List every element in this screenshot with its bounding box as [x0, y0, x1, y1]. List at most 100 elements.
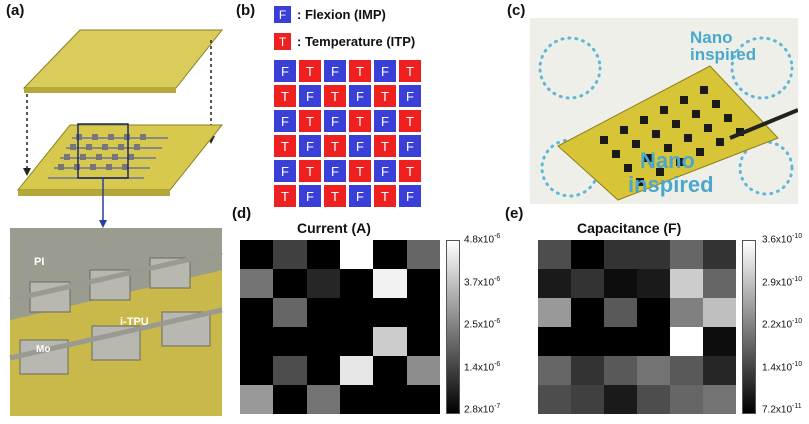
capacitance-heatmap-cell — [670, 240, 703, 269]
sensor-cell: F — [324, 110, 346, 132]
legend-flexion-text: : Flexion (IMP) — [297, 7, 386, 22]
legend-temperature: T : Temperature (ITP) — [274, 33, 415, 50]
current-heatmap-cell — [240, 356, 274, 385]
capacitance-map-title: Capacitance (F) — [577, 220, 682, 236]
capacitance-heatmap-cell — [571, 327, 604, 356]
capacitance-heatmap-cell — [571, 240, 604, 269]
sensor-cell: T — [299, 110, 321, 132]
capacitance-tick-base: 1.4x10 — [762, 361, 793, 373]
capacitance-heatmap-cell — [637, 240, 670, 269]
capacitance-heatmap-cell — [703, 385, 736, 414]
photo-logo-nano-top: Nano — [690, 28, 733, 47]
sensor-cell: F — [324, 60, 346, 82]
photo-logo-inspired-bottom: inspired — [628, 172, 714, 197]
current-heatmap-cell — [406, 240, 440, 269]
capacitance-tick-base: 3.6x10 — [762, 234, 793, 246]
current-heatmap-cell — [273, 385, 307, 414]
current-tick-base: 4.8x10 — [464, 234, 495, 246]
panel-label-d: (d) — [232, 205, 252, 222]
sensor-cell: T — [349, 60, 371, 82]
capacitance-heatmap-cell — [670, 385, 703, 414]
current-heatmap-cell — [240, 240, 274, 269]
sensor-cell: T — [399, 110, 421, 132]
current-heatmap — [240, 240, 440, 414]
capacitance-heatmap-cell — [538, 269, 571, 298]
current-heatmap-cell — [339, 356, 374, 385]
current-heatmap-cell — [339, 298, 374, 327]
sensor-cell: F — [299, 185, 321, 207]
current-heatmap-cell — [306, 356, 340, 385]
capacitance-tick-exponent: -11 — [792, 403, 802, 410]
sensor-cell: F — [274, 110, 296, 132]
current-tick-label: 2.5x10-6 — [464, 318, 500, 330]
capacitance-tick-label: 2.9x10-10 — [762, 276, 802, 288]
sensor-cell: T — [324, 85, 346, 107]
legend-temperature-text: : Temperature (ITP) — [297, 34, 416, 49]
current-heatmap-cell — [306, 385, 340, 414]
current-heatmap-cell — [240, 385, 274, 414]
sensor-cell: F — [349, 135, 371, 157]
current-heatmap-cell — [306, 240, 340, 269]
current-colorbar — [446, 240, 460, 414]
current-tick-label: 2.8x10-7 — [464, 403, 500, 415]
sensor-cell: F — [274, 160, 296, 182]
annotation-pi: PI — [34, 256, 45, 268]
capacitance-heatmap-cell — [604, 240, 637, 269]
panel-label-b: (b) — [236, 2, 256, 19]
current-heatmap-cell — [406, 298, 440, 327]
capacitance-heatmap-cell — [604, 385, 637, 414]
sensor-cell: F — [374, 60, 396, 82]
sensor-cell: T — [324, 185, 346, 207]
capacitance-heatmap-cell — [571, 269, 604, 298]
capacitance-heatmap-cell — [538, 240, 571, 269]
sensor-cell: F — [324, 160, 346, 182]
panel-label-c: (c) — [507, 2, 526, 19]
sensor-cell: F — [399, 185, 421, 207]
current-tick-exponent: -6 — [494, 275, 501, 283]
sensor-cell: F — [399, 85, 421, 107]
sensor-cell: T — [374, 135, 396, 157]
legend-temperature-swatch: T — [274, 33, 291, 50]
device-photo — [530, 18, 798, 204]
sensor-cell: T — [399, 160, 421, 182]
capacitance-heatmap-cell — [571, 356, 604, 385]
capacitance-heatmap-cell — [571, 385, 604, 414]
capacitance-heatmap-cell — [637, 385, 670, 414]
current-heatmap-cell — [273, 327, 307, 356]
capacitance-heatmap-cell — [670, 269, 703, 298]
capacitance-tick-exponent: -10 — [792, 360, 803, 368]
capacitance-heatmap-cell — [604, 327, 637, 356]
current-tick-base: 3.7x10 — [464, 276, 495, 288]
capacitance-tick-label: 7.2x10-11 — [762, 403, 802, 415]
sensor-cell: F — [299, 135, 321, 157]
current-heatmap-cell — [339, 269, 374, 298]
sensor-cell: T — [349, 160, 371, 182]
legend-flexion: F : Flexion (IMP) — [274, 6, 386, 23]
capacitance-heatmap-cell — [637, 356, 670, 385]
current-heatmap-cell — [373, 269, 407, 298]
sensor-cell: F — [349, 85, 371, 107]
capacitance-tick-base: 7.2x10 — [762, 404, 793, 416]
current-heatmap-cell — [306, 269, 340, 298]
capacitance-heatmap-cell — [637, 327, 670, 356]
sensor-cell: F — [374, 110, 396, 132]
sensor-cell: T — [374, 185, 396, 207]
capacitance-tick-label: 1.4x10-10 — [762, 361, 802, 373]
sensor-cell: T — [324, 135, 346, 157]
sensor-cell: T — [299, 160, 321, 182]
current-heatmap-cell — [406, 385, 440, 414]
capacitance-heatmap-cell — [703, 269, 736, 298]
current-heatmap-cell — [339, 240, 374, 269]
sensor-cell: T — [274, 185, 296, 207]
capacitance-tick-label: 3.6x10-10 — [762, 233, 802, 245]
current-heatmap-cell — [240, 298, 274, 327]
current-tick-label: 3.7x10-6 — [464, 276, 500, 288]
capacitance-heatmap-cell — [604, 356, 637, 385]
capacitance-heatmap-cell — [538, 356, 571, 385]
current-tick-label: 1.4x10-6 — [464, 361, 500, 373]
sensor-cell: F — [349, 185, 371, 207]
sensor-cell: T — [274, 135, 296, 157]
current-map-title-text: Current (A) — [297, 220, 371, 236]
capacitance-heatmap-cell — [637, 298, 670, 327]
capacitance-tick-base: 2.2x10 — [762, 319, 793, 331]
